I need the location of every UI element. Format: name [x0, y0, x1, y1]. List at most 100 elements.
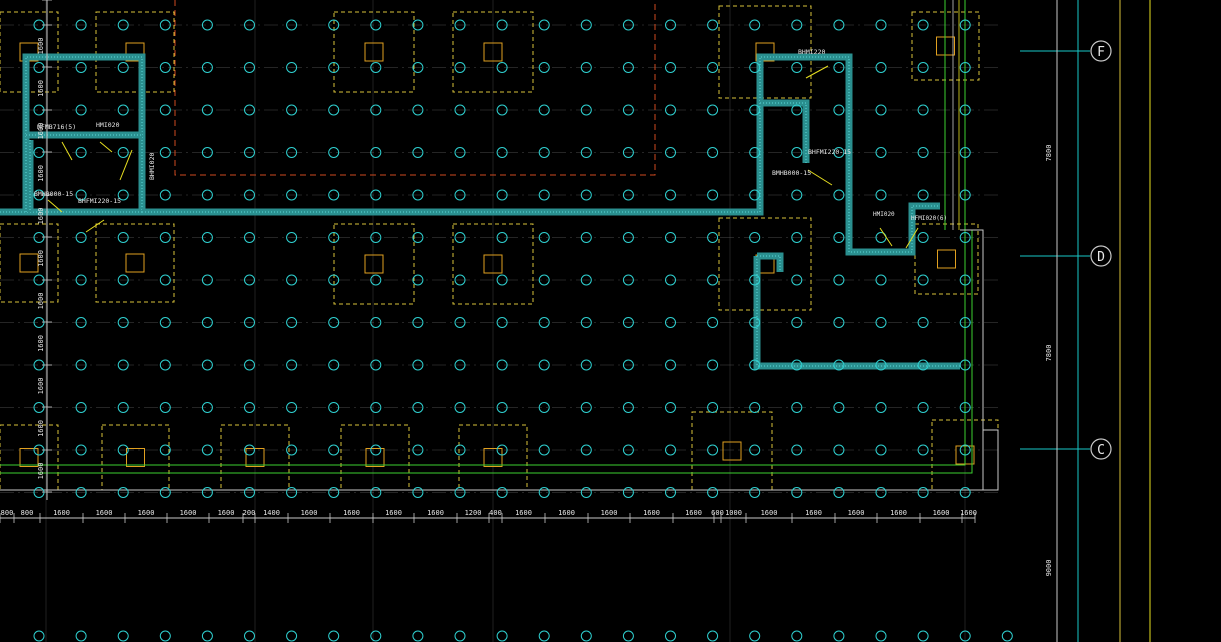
- pile-circle: [117, 402, 129, 413]
- pile-circle: [454, 274, 466, 286]
- pile-circle: [580, 402, 592, 413]
- pile-circle: [496, 274, 508, 286]
- pile-circle: [33, 317, 45, 328]
- pile-circle: [201, 232, 213, 243]
- bottom-dim-label: 200: [243, 509, 256, 517]
- door-label-7: BHFMI220-15: [808, 148, 851, 156]
- wall-lower-room-texture: [756, 256, 960, 367]
- pile-circle: [791, 19, 803, 31]
- door-label-4: BHMI020: [148, 153, 156, 180]
- pile-circle: [201, 189, 213, 201]
- pile-circle: [496, 147, 508, 158]
- pile-circle: [538, 402, 550, 413]
- pile-circle: [580, 189, 592, 201]
- pile-circle: [538, 189, 550, 201]
- pile-circle: [833, 487, 845, 498]
- door-label-1: BHMI220: [798, 48, 825, 56]
- pile-cap-outline: [95, 223, 175, 303]
- pile-circle: [454, 189, 466, 201]
- green-edge-outer: [0, 0, 966, 466]
- pile-circle: [75, 444, 87, 456]
- pile-circle: [959, 630, 971, 642]
- pile-circle: [665, 147, 676, 158]
- bottom-dim-label: 1200: [465, 509, 482, 517]
- pile-circle: [454, 444, 466, 456]
- building-outline: [0, 229, 984, 491]
- pile-circle: [875, 402, 887, 413]
- pile-circle: [370, 444, 382, 456]
- pile-circle: [959, 317, 971, 328]
- pile-circle: [749, 147, 761, 158]
- pile-circle: [791, 274, 803, 286]
- bottom-dim-label: 800: [21, 509, 34, 517]
- pile-circle: [286, 189, 298, 201]
- axis-label-d: D: [1097, 250, 1105, 265]
- pile-circle: [538, 444, 550, 456]
- pile-circle: [328, 147, 340, 158]
- column-square: [483, 448, 503, 467]
- pile-circle: [496, 232, 508, 243]
- pile-circle: [833, 189, 845, 201]
- pile-circle: [580, 630, 592, 642]
- pile-circle: [454, 317, 466, 328]
- pile-circle: [286, 444, 298, 456]
- pile-cap-outline: [452, 223, 534, 305]
- pile-circle: [454, 147, 466, 158]
- door-swing: [47, 199, 63, 213]
- pile-circle: [538, 232, 550, 243]
- pile-circle: [159, 189, 171, 201]
- pile-circle: [707, 104, 719, 116]
- pile-circle: [328, 444, 340, 456]
- pile-circle: [286, 147, 298, 158]
- pile-circle: [244, 104, 255, 116]
- pile-circle: [749, 317, 761, 328]
- pile-cap-outline: [718, 217, 812, 311]
- pile-circle: [833, 444, 845, 456]
- pile-circle: [833, 630, 845, 642]
- pile-circle: [917, 189, 929, 201]
- pile-circle: [665, 62, 676, 73]
- pile-circle: [454, 487, 466, 498]
- pile-circle: [159, 104, 171, 116]
- pile-circle: [749, 444, 761, 456]
- pile-circle: [622, 104, 634, 116]
- pile-circle: [959, 274, 971, 286]
- pile-circle: [75, 274, 87, 286]
- door-label-10: HFMI020(6): [911, 215, 947, 222]
- pile-circle: [328, 104, 340, 116]
- pile-circle: [622, 317, 634, 328]
- pile-circle: [286, 232, 298, 243]
- pile-circle: [75, 62, 87, 73]
- pile-circle: [244, 487, 255, 498]
- pile-circle: [328, 630, 340, 642]
- pile-circle: [707, 19, 719, 31]
- pile-cap-outline: [220, 424, 290, 491]
- pile-circle: [75, 630, 87, 642]
- axis-label-f: F: [1097, 45, 1105, 60]
- pile-circle: [622, 19, 634, 31]
- pile-circle: [328, 402, 340, 413]
- column-square: [245, 448, 265, 467]
- pile-circle: [286, 630, 298, 642]
- door-swing: [807, 169, 833, 186]
- pile-circle: [665, 630, 676, 642]
- column-square: [125, 253, 145, 273]
- door-swing: [61, 141, 73, 161]
- bottom-dim-label: 1600: [301, 509, 318, 517]
- pile-circle: [707, 189, 719, 201]
- pile-circle: [791, 232, 803, 243]
- pile-circle: [665, 487, 676, 498]
- pile-circle: [665, 274, 676, 286]
- pile-circle: [749, 402, 761, 413]
- pile-circle: [201, 274, 213, 286]
- pile-circle: [286, 274, 298, 286]
- pile-circle: [117, 359, 129, 371]
- pile-circle: [117, 147, 129, 158]
- pile-circle: [833, 359, 845, 371]
- pile-circle: [959, 232, 971, 243]
- walls: [0, 53, 960, 370]
- pile-circle: [201, 630, 213, 642]
- pile-circle: [159, 317, 171, 328]
- pile-cap-outline: [718, 5, 812, 99]
